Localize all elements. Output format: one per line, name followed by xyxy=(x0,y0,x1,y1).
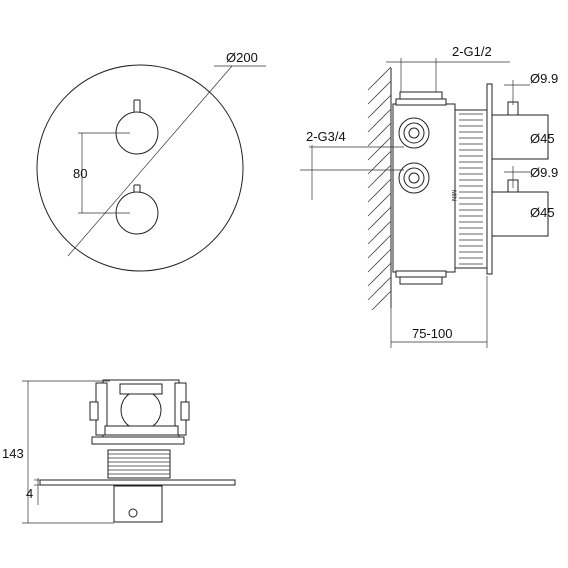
min-mark: MIN xyxy=(450,190,456,201)
diameter-label: Ø200 xyxy=(226,50,258,65)
stem-dia-bottom: Ø9.9 xyxy=(530,165,558,180)
handle-dia-top: Ø45 xyxy=(530,131,555,146)
faceplate-side xyxy=(486,83,493,275)
faceplate-circle xyxy=(36,64,244,272)
faceplate-edge xyxy=(39,479,236,486)
upper-port xyxy=(398,117,430,149)
inlet-label: 2-G1/2 xyxy=(452,44,492,59)
handle-dia-bottom: Ø45 xyxy=(530,205,555,220)
plate-label: 4 xyxy=(26,486,33,501)
bottom-view: 143 4 xyxy=(2,379,236,524)
threaded-section-top xyxy=(107,449,171,479)
height-label: 143 xyxy=(2,446,24,461)
diameter-leader xyxy=(67,65,233,257)
cartridge-threads xyxy=(459,113,483,265)
lower-port xyxy=(398,162,430,194)
lower-handle-side xyxy=(491,191,549,237)
handle-top xyxy=(113,485,163,523)
wall-hatch xyxy=(367,66,392,311)
front-view: Ø200 80 xyxy=(36,50,266,272)
spacing-label: 80 xyxy=(73,166,87,181)
stem-dia-top: Ø9.9 xyxy=(530,71,558,86)
side-view: MIN 2-G1/2 xyxy=(300,44,558,348)
threaded-cartridge xyxy=(454,109,488,269)
upper-handle-side xyxy=(491,114,549,160)
outlet-label: 2-G3/4 xyxy=(306,129,346,144)
depth-label: 75-100 xyxy=(412,326,452,341)
